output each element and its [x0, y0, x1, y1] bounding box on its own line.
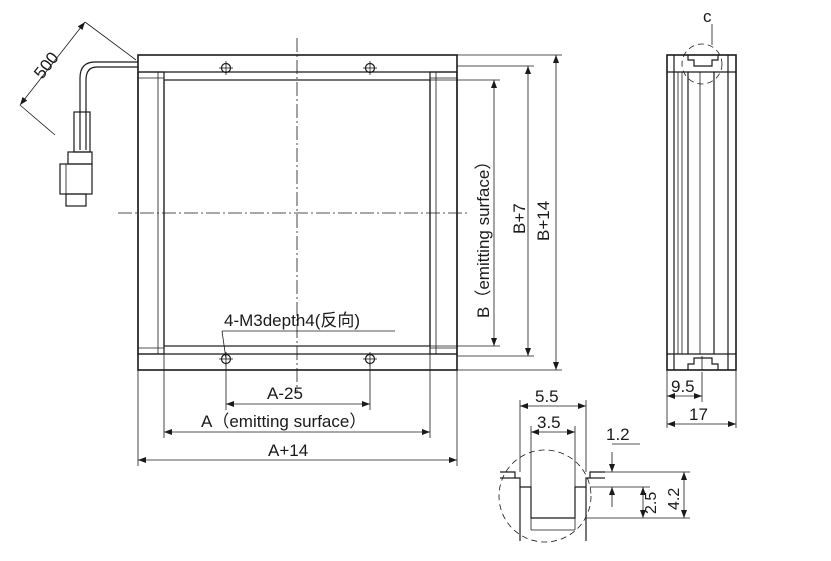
- detail-2-5-label: 2.5: [643, 492, 660, 514]
- detail-3-5-label: 3.5: [537, 413, 561, 432]
- detail-c-marker: [681, 43, 723, 85]
- mounting-hole-bottom-right: [363, 352, 377, 366]
- detail-c-view: 5.5 3.5 1.2 2.5 4.2: [498, 387, 690, 543]
- a-plus-14-label: A+14: [268, 441, 308, 460]
- cable-length-label: 500: [30, 48, 62, 82]
- detail-1-2-label: 1.2: [606, 425, 630, 444]
- a-minus-25-label: A-25: [267, 384, 303, 403]
- b-plus-14-label: B+14: [534, 201, 553, 241]
- detail-4-2-label: 4.2: [666, 488, 683, 510]
- a-emitting-label: A（emitting surface）: [201, 412, 366, 431]
- side-view: c 9.5 17: [666, 7, 737, 428]
- detail-c-label: c: [703, 7, 712, 26]
- detail-5-5-label: 5.5: [535, 387, 559, 406]
- holes-label: 4-M3depth4(反向): [224, 311, 360, 330]
- b-plus-7-label: B+7: [510, 203, 529, 234]
- side-17-label: 17: [689, 405, 708, 424]
- cable: [59, 61, 138, 207]
- mounting-hole-top-right: [363, 61, 377, 75]
- b-emitting-label: B（emitting surface）: [474, 153, 493, 318]
- side-9-5-label: 9.5: [671, 377, 695, 396]
- front-view: 500 4-M3depth4(反向) A-25 A（emitting surfa…: [19, 21, 562, 466]
- detail-c-circle: [498, 449, 592, 543]
- side-profile: [666, 54, 737, 371]
- mounting-hole-top-left: [219, 61, 233, 75]
